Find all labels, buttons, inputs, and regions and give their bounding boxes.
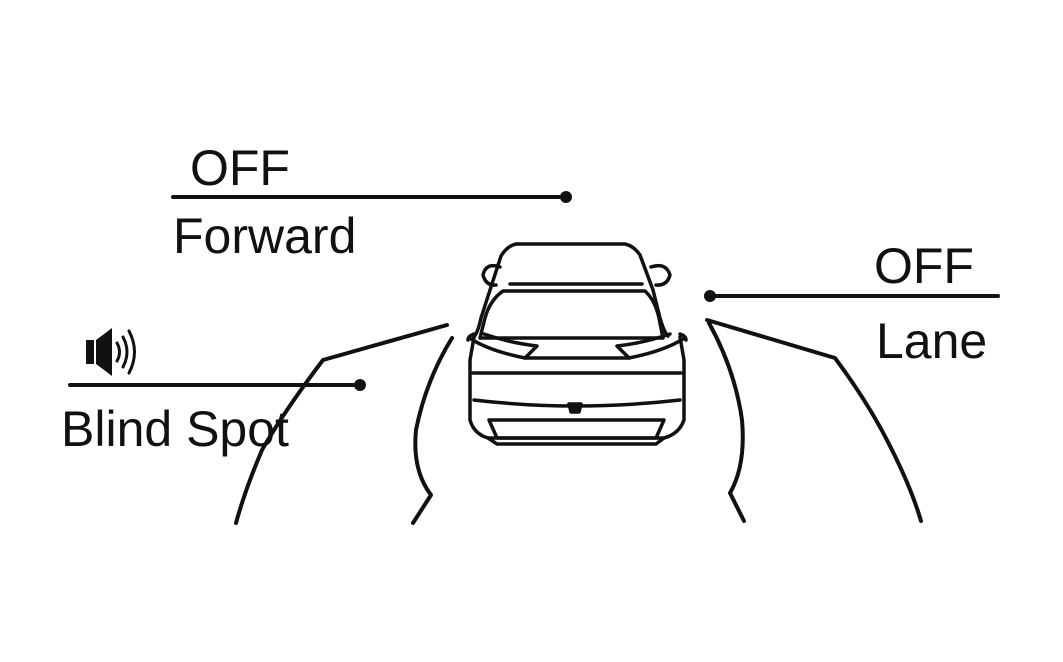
blind-spot-label: Blind Spot bbox=[61, 401, 289, 457]
right-outer-zone-line bbox=[705, 318, 923, 523]
left-outer-zone-line bbox=[234, 323, 449, 525]
forward-label: Forward bbox=[173, 208, 357, 264]
forward-status-text: OFF bbox=[190, 140, 290, 196]
forward-leader-dot bbox=[560, 191, 572, 203]
left-inner-lane-line bbox=[411, 336, 454, 525]
lane-label: Lane bbox=[876, 313, 988, 369]
lane-leader-dot bbox=[704, 290, 716, 302]
car-rear-view bbox=[466, 242, 688, 446]
speaker-sound-icon bbox=[86, 328, 136, 376]
blind-spot-leader-dot bbox=[354, 379, 366, 391]
right-inner-lane-line bbox=[707, 321, 746, 523]
lane-status-text: OFF bbox=[874, 238, 974, 294]
